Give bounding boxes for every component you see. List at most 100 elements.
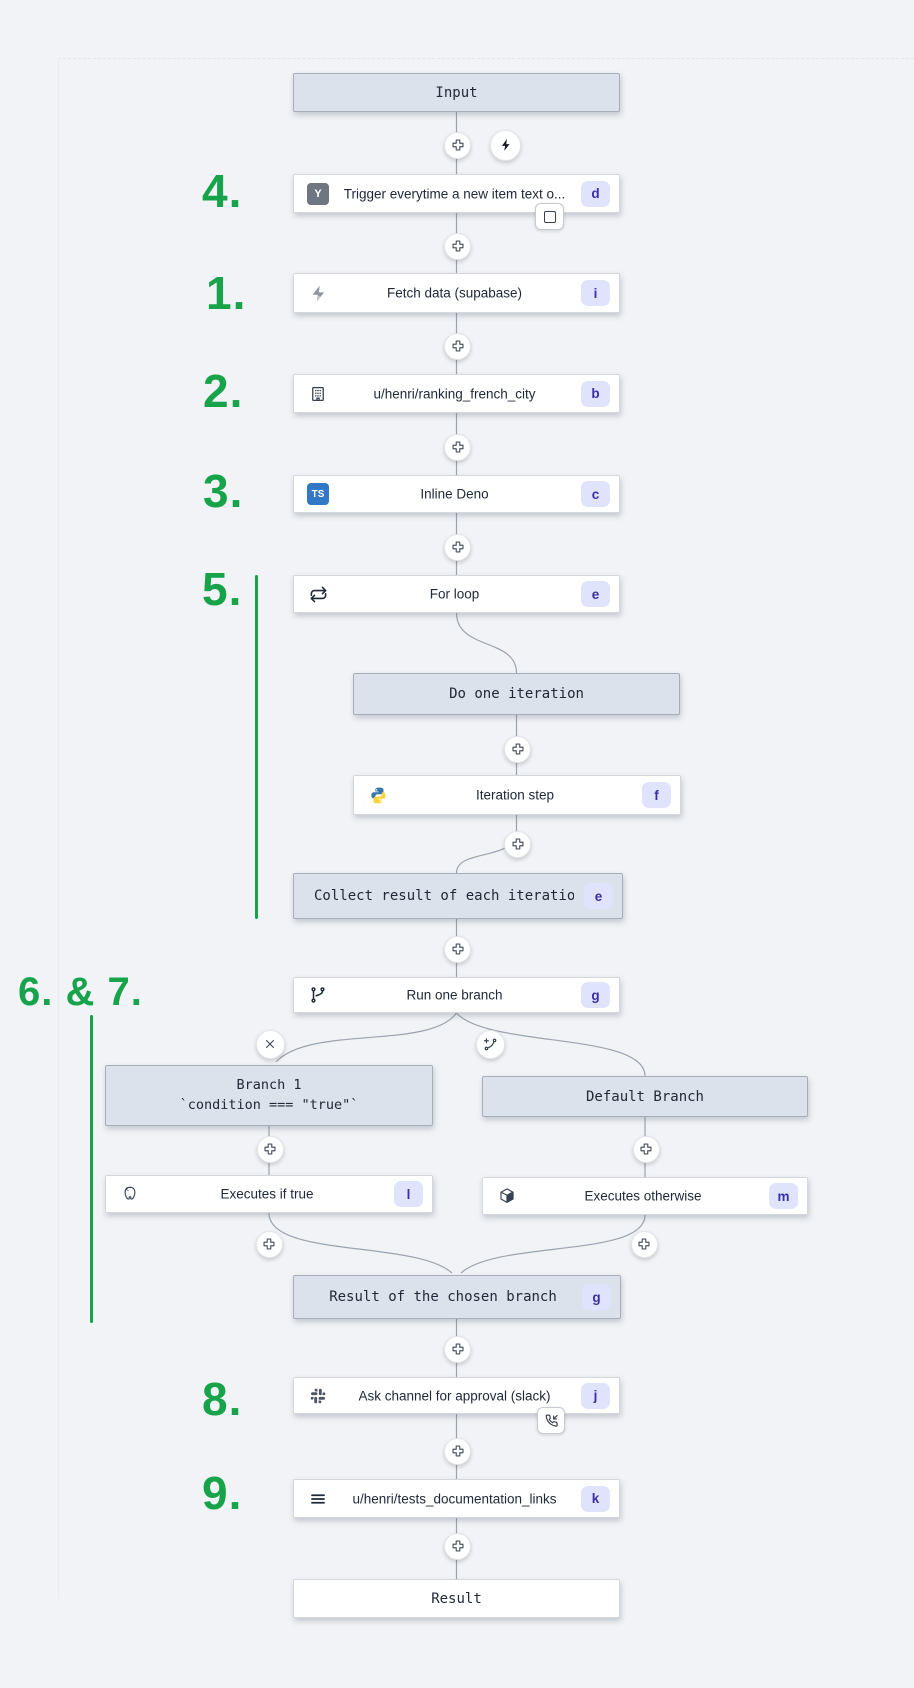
node-label: Iteration step bbox=[475, 787, 555, 803]
node-label: Run one branch bbox=[406, 987, 503, 1003]
annotation-step-8: 8. bbox=[202, 1373, 243, 1425]
add-step-button[interactable] bbox=[444, 232, 471, 260]
node-branch-1[interactable]: Branch 1 `condition === "true"` bbox=[105, 1065, 433, 1126]
node-label: Fetch data (supabase) bbox=[386, 285, 523, 301]
node-id-badge: k bbox=[581, 1485, 610, 1512]
plus-icon bbox=[640, 1143, 652, 1155]
annotation-step-2: 2. bbox=[203, 365, 244, 417]
plus-icon bbox=[451, 1445, 464, 1457]
node-inline-deno[interactable]: TS Inline Deno c bbox=[293, 475, 620, 513]
plus-icon bbox=[451, 240, 464, 252]
plus-icon bbox=[451, 541, 464, 553]
node-label: Executes otherwise bbox=[584, 1188, 702, 1204]
node-collect-result[interactable]: Collect result of each iteration e bbox=[293, 873, 623, 919]
node-label: u/henri/ranking_french_city bbox=[373, 386, 536, 401]
add-step-button[interactable] bbox=[632, 1135, 660, 1163]
early-stop-button[interactable] bbox=[535, 203, 564, 230]
node-ask-approval[interactable]: Ask channel for approval (slack) j bbox=[293, 1377, 620, 1414]
node-input[interactable]: Input bbox=[293, 73, 620, 112]
node-id-badge: c bbox=[581, 481, 610, 507]
node-id-badge: l bbox=[394, 1181, 423, 1207]
annotation-step-6-7: 6. & 7. bbox=[18, 970, 143, 1014]
node-id-badge: b bbox=[581, 380, 610, 407]
node-tests-documentation-links[interactable]: u/henri/tests_documentation_links k bbox=[293, 1479, 620, 1518]
node-executes-otherwise[interactable]: Executes otherwise m bbox=[482, 1177, 808, 1215]
x-icon bbox=[266, 1040, 274, 1048]
add-branch-icon bbox=[483, 1037, 496, 1050]
annotation-step-9: 9. bbox=[202, 1467, 243, 1519]
building-icon bbox=[306, 382, 330, 406]
lightning-icon bbox=[501, 139, 509, 151]
plus-icon bbox=[451, 340, 464, 352]
branch-condition: `condition === "true"` bbox=[179, 1097, 359, 1114]
plus-icon bbox=[511, 743, 524, 755]
node-default-branch[interactable]: Default Branch bbox=[482, 1076, 808, 1117]
node-label: Ask channel for approval (slack) bbox=[358, 1388, 551, 1403]
add-step-button[interactable] bbox=[444, 1532, 471, 1560]
cube-icon bbox=[495, 1184, 519, 1208]
node-iteration-step[interactable]: Iteration step f bbox=[353, 775, 681, 815]
phone-incoming-icon bbox=[545, 1414, 558, 1427]
node-id-badge: i bbox=[581, 280, 610, 306]
trigger-toggle-button[interactable] bbox=[490, 129, 521, 161]
add-step-button[interactable] bbox=[256, 1135, 284, 1163]
menu-icon bbox=[306, 1487, 330, 1511]
add-step-button[interactable] bbox=[630, 1230, 658, 1258]
add-step-button[interactable] bbox=[255, 1230, 283, 1258]
annotation-step-3: 3. bbox=[203, 465, 244, 517]
node-do-one-iteration[interactable]: Do one iteration bbox=[353, 673, 680, 715]
annotation-step-4: 4. bbox=[202, 165, 243, 217]
remove-branch-button[interactable] bbox=[255, 1029, 285, 1059]
node-result[interactable]: Result bbox=[293, 1579, 620, 1618]
add-step-button[interactable] bbox=[504, 830, 531, 858]
plus-icon bbox=[263, 1238, 275, 1250]
node-label: Default Branch bbox=[585, 1088, 704, 1105]
add-step-button[interactable] bbox=[504, 735, 531, 763]
node-executes-if-true[interactable]: Executes if true l bbox=[105, 1175, 433, 1213]
node-id-badge: d bbox=[581, 180, 610, 207]
node-label: Executes if true bbox=[220, 1186, 314, 1202]
node-for-loop[interactable]: For loop e bbox=[293, 575, 620, 613]
node-label: Collect result of each iteration bbox=[314, 888, 574, 904]
node-id-badge: e bbox=[584, 883, 613, 909]
annotation-line-6-7 bbox=[90, 1015, 93, 1323]
node-id-badge: m bbox=[769, 1183, 798, 1209]
add-branch-button[interactable] bbox=[475, 1029, 505, 1059]
annotation-step-1: 1. bbox=[206, 267, 247, 319]
suspend-approval-badge bbox=[537, 1407, 565, 1434]
annotation-line-5 bbox=[255, 575, 258, 919]
node-label: Do one iteration bbox=[449, 686, 584, 702]
node-label: Result of the chosen branch bbox=[329, 1289, 557, 1305]
annotation-step-5: 5. bbox=[202, 563, 243, 615]
node-label: For loop bbox=[429, 586, 480, 602]
node-id-badge: j bbox=[581, 1382, 610, 1409]
plus-icon bbox=[451, 943, 464, 955]
canvas-left-edge bbox=[58, 58, 59, 1598]
node-id-badge: e bbox=[581, 581, 610, 607]
add-step-button[interactable] bbox=[444, 935, 471, 963]
node-fetch-data[interactable]: Fetch data (supabase) i bbox=[293, 273, 620, 313]
loop-icon bbox=[306, 582, 330, 606]
node-run-one-branch[interactable]: Run one branch g bbox=[293, 977, 620, 1013]
node-trigger[interactable]: Y Trigger everytime a new item text o...… bbox=[293, 174, 620, 213]
slack-icon bbox=[306, 1384, 330, 1408]
add-step-button[interactable] bbox=[444, 533, 471, 561]
add-step-button[interactable] bbox=[444, 131, 471, 159]
add-step-button[interactable] bbox=[444, 1437, 471, 1465]
node-label: u/henri/tests_documentation_links bbox=[352, 1491, 557, 1506]
plus-icon bbox=[451, 139, 464, 151]
node-id-badge: f bbox=[642, 782, 671, 808]
node-result-of-chosen-branch[interactable]: Result of the chosen branch g bbox=[293, 1275, 621, 1319]
add-step-button[interactable] bbox=[444, 332, 471, 360]
node-id-badge: g bbox=[582, 1284, 611, 1310]
add-step-button[interactable] bbox=[444, 1335, 471, 1363]
add-step-button[interactable] bbox=[444, 433, 471, 461]
node-ranking-french-city[interactable]: u/henri/ranking_french_city b bbox=[293, 374, 620, 413]
typescript-icon: TS bbox=[306, 482, 330, 506]
plus-icon bbox=[638, 1238, 650, 1250]
branch-icon bbox=[306, 983, 330, 1007]
branch-title: Branch 1 bbox=[236, 1076, 302, 1093]
node-label: Branch 1 `condition === "true"` bbox=[120, 1075, 418, 1117]
plus-icon bbox=[511, 838, 524, 850]
supabase-bolt-icon bbox=[306, 281, 330, 305]
